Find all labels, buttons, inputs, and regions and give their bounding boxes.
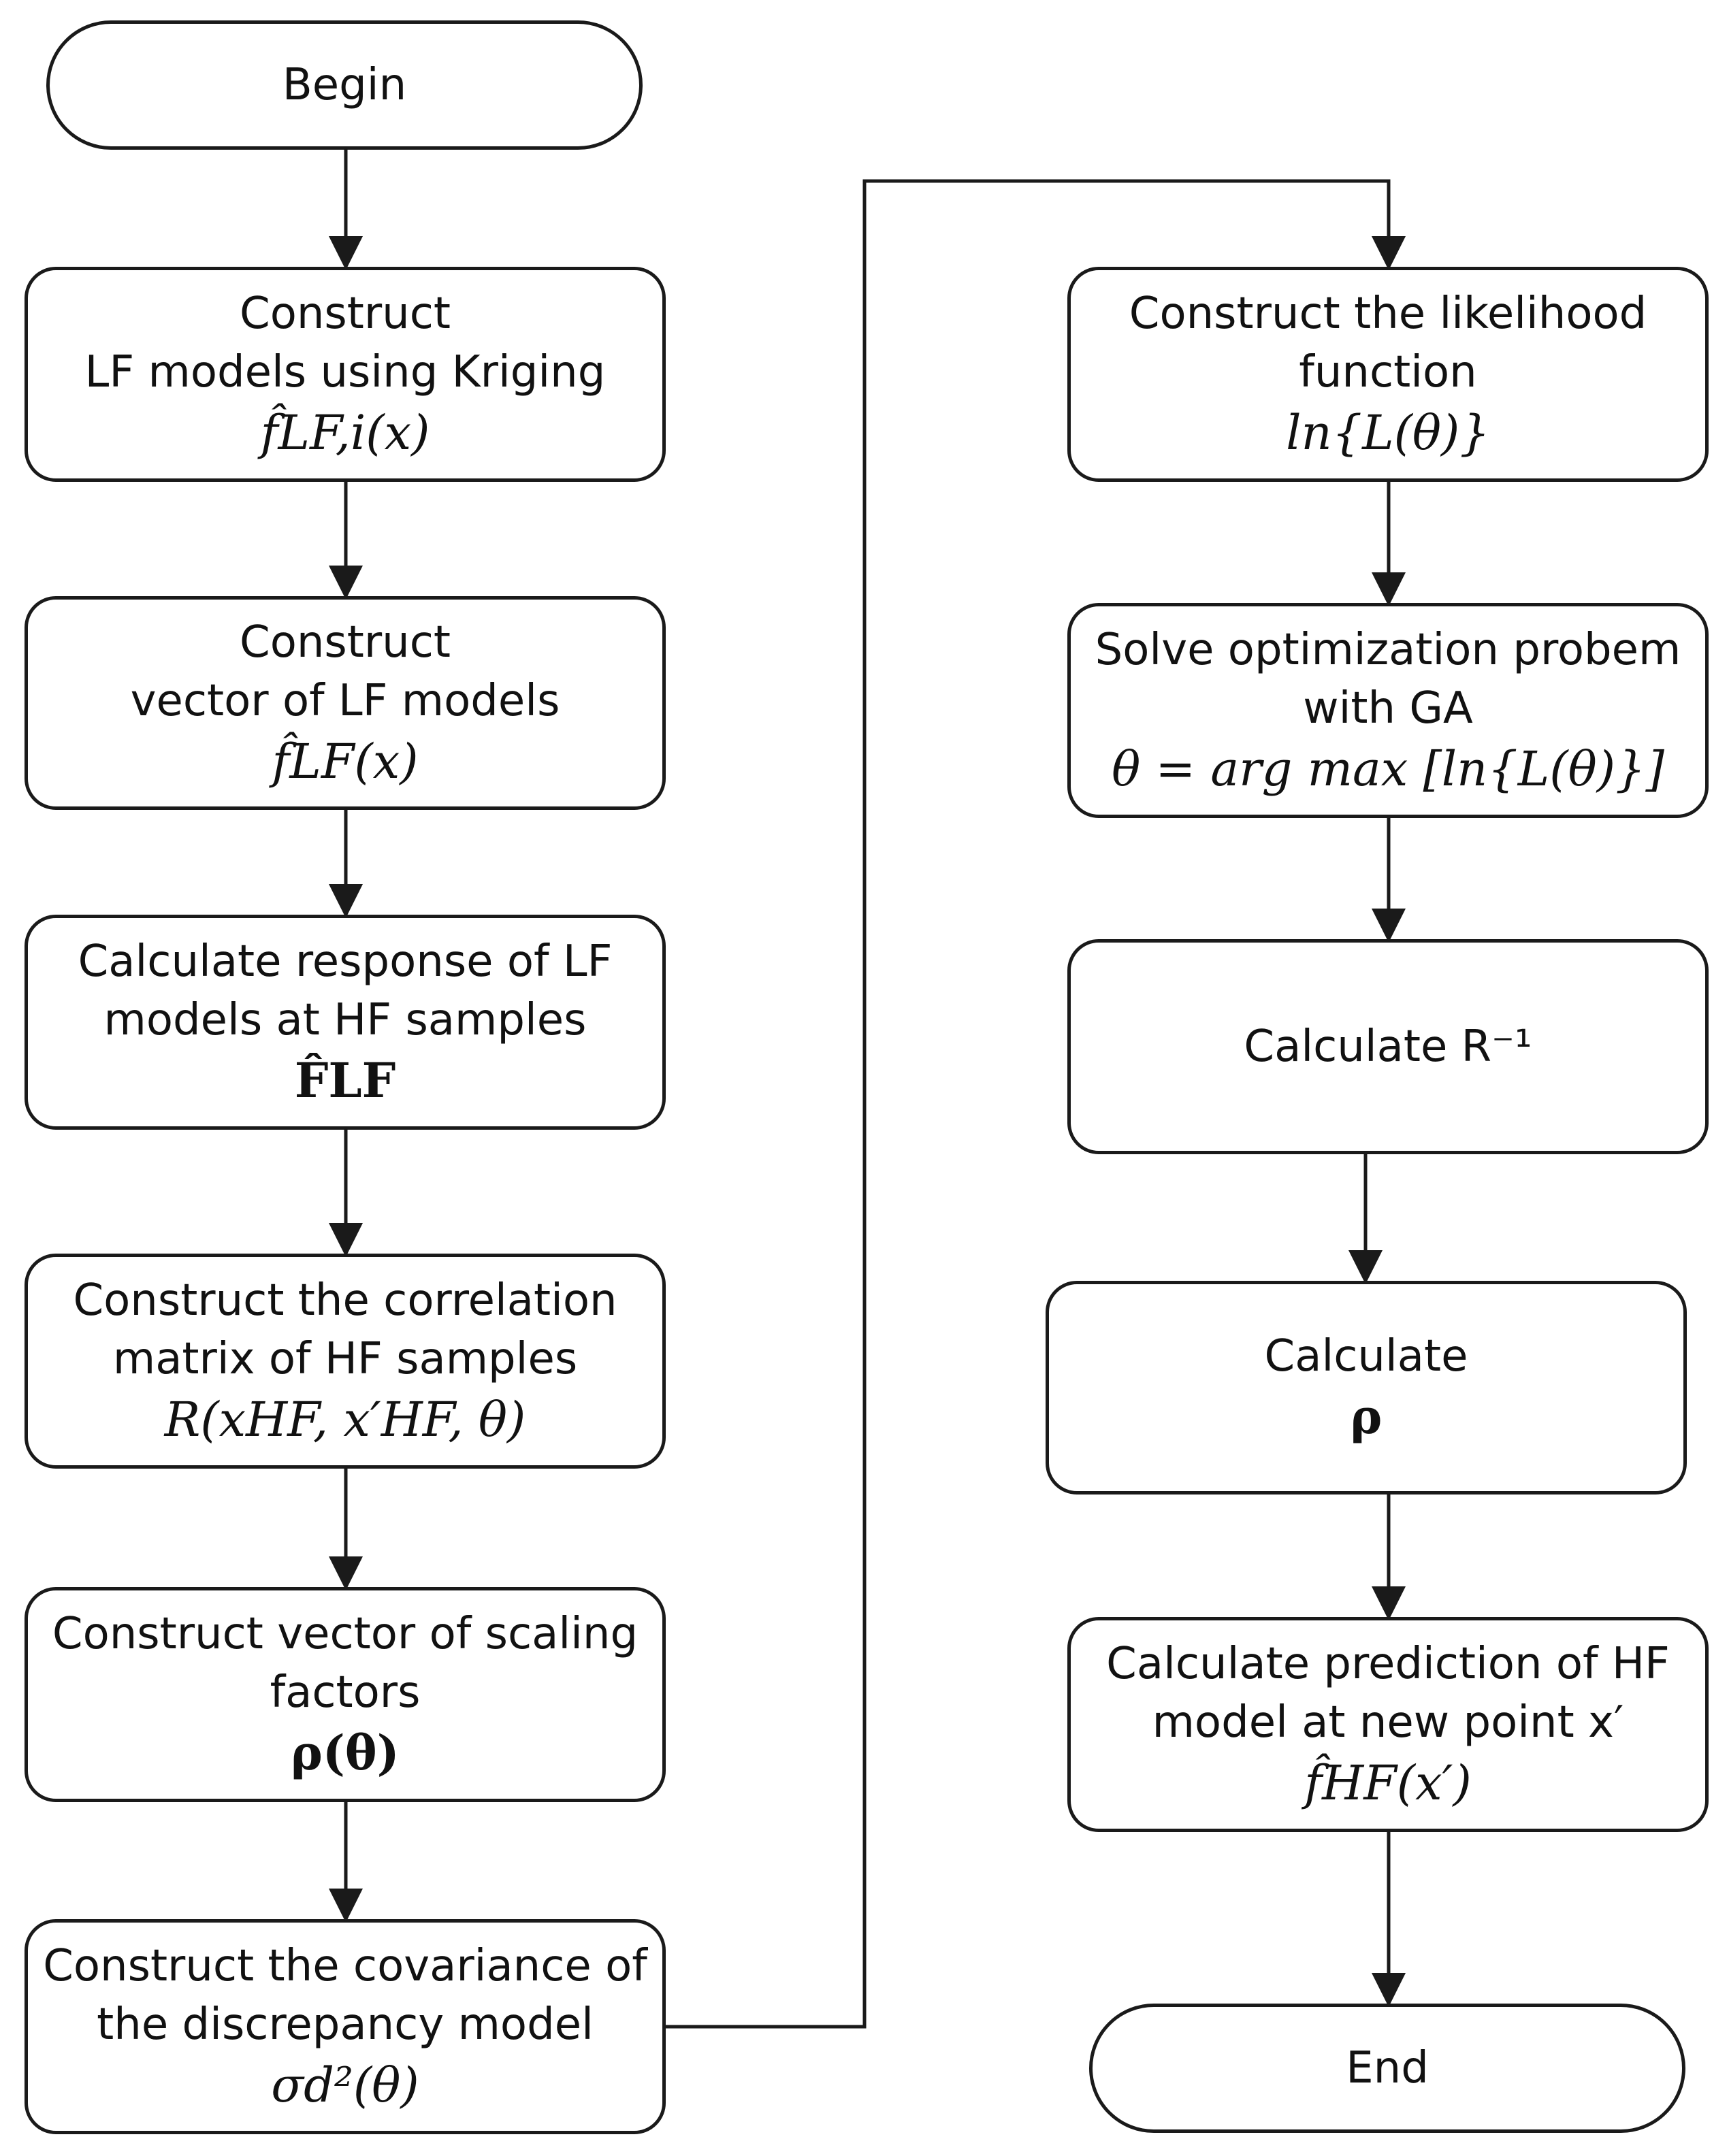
step-calculate-rho: Calculate ρ bbox=[1046, 1281, 1687, 1494]
step-text-line: Construct the correlation bbox=[73, 1275, 617, 1326]
step-construct-lf-vector: Construct vector of LF models f̂LF(x) bbox=[25, 596, 666, 810]
step-construct-lf-models: Construct LF models using Kriging f̂LF,i… bbox=[25, 267, 666, 482]
step-formula: R(xHF, x′HF, θ) bbox=[164, 1392, 526, 1448]
end-label: End bbox=[1346, 2043, 1429, 2093]
step-scaling-factors: Construct vector of scaling factors ρ(θ) bbox=[25, 1587, 666, 1802]
step-formula: σd²(θ) bbox=[271, 2057, 419, 2113]
step-hf-prediction: Calculate prediction of HF model at new … bbox=[1067, 1617, 1709, 1832]
arrow-step6-to-likelihood bbox=[666, 179, 1406, 2029]
step-text-line: Calculate bbox=[1264, 1331, 1468, 1382]
step-text-line: the discrepancy model bbox=[97, 1999, 594, 2050]
step-text-line: model at new point x′ bbox=[1152, 1697, 1624, 1748]
step-text-line: Construct bbox=[240, 289, 451, 339]
step-discrepancy-covariance: Construct the covariance of the discrepa… bbox=[25, 1919, 666, 2134]
step-text-line: with GA bbox=[1303, 683, 1473, 734]
step-formula: F̂LF bbox=[294, 1052, 396, 1109]
step-calculate-lf-response: Calculate response of LF models at HF sa… bbox=[25, 915, 666, 1130]
step-text-line: function bbox=[1299, 347, 1477, 397]
step-text-line: Construct the covariance of bbox=[43, 1941, 647, 1991]
step-text-line: Solve optimization probem bbox=[1095, 625, 1681, 675]
step-formula: ρ(θ) bbox=[291, 1725, 400, 1781]
step-formula: ρ bbox=[1350, 1388, 1383, 1445]
step-text-line: Construct bbox=[240, 617, 451, 668]
step-text-line: factors bbox=[270, 1667, 421, 1718]
step-formula: θ = arg max [ln{L(θ)}] bbox=[1112, 741, 1664, 797]
step-text-line: Construct vector of scaling bbox=[52, 1609, 639, 1659]
step-formula: f̂LF,i(x) bbox=[260, 405, 430, 461]
step-formula: f̂HF(x′) bbox=[1304, 1755, 1472, 1811]
step-text-line: Calculate response of LF bbox=[78, 936, 613, 987]
step-formula: f̂LF(x) bbox=[272, 734, 419, 789]
step-text-line: models at HF samples bbox=[103, 995, 587, 1045]
begin-terminal: Begin bbox=[46, 20, 643, 150]
end-terminal: End bbox=[1089, 2004, 1685, 2133]
step-correlation-matrix: Construct the correlation matrix of HF s… bbox=[25, 1254, 666, 1469]
step-formula: ln{L(θ)} bbox=[1286, 405, 1490, 461]
step-text-line: vector of LF models bbox=[130, 676, 560, 726]
step-calculate-r-inverse: Calculate R⁻¹ bbox=[1067, 939, 1709, 1154]
step-text-line: LF models using Kriging bbox=[84, 347, 606, 397]
step-likelihood-function: Construct the likelihood function ln{L(θ… bbox=[1067, 267, 1709, 482]
step-text-line: matrix of HF samples bbox=[112, 1334, 578, 1384]
step-text-line: Calculate R⁻¹ bbox=[1244, 1022, 1532, 1072]
begin-label: Begin bbox=[282, 60, 407, 110]
step-text-line: Calculate prediction of HF bbox=[1106, 1639, 1670, 1689]
step-text-line: Construct the likelihood bbox=[1129, 289, 1647, 339]
step-ga-optimization: Solve optimization probem with GA θ = ar… bbox=[1067, 603, 1709, 818]
